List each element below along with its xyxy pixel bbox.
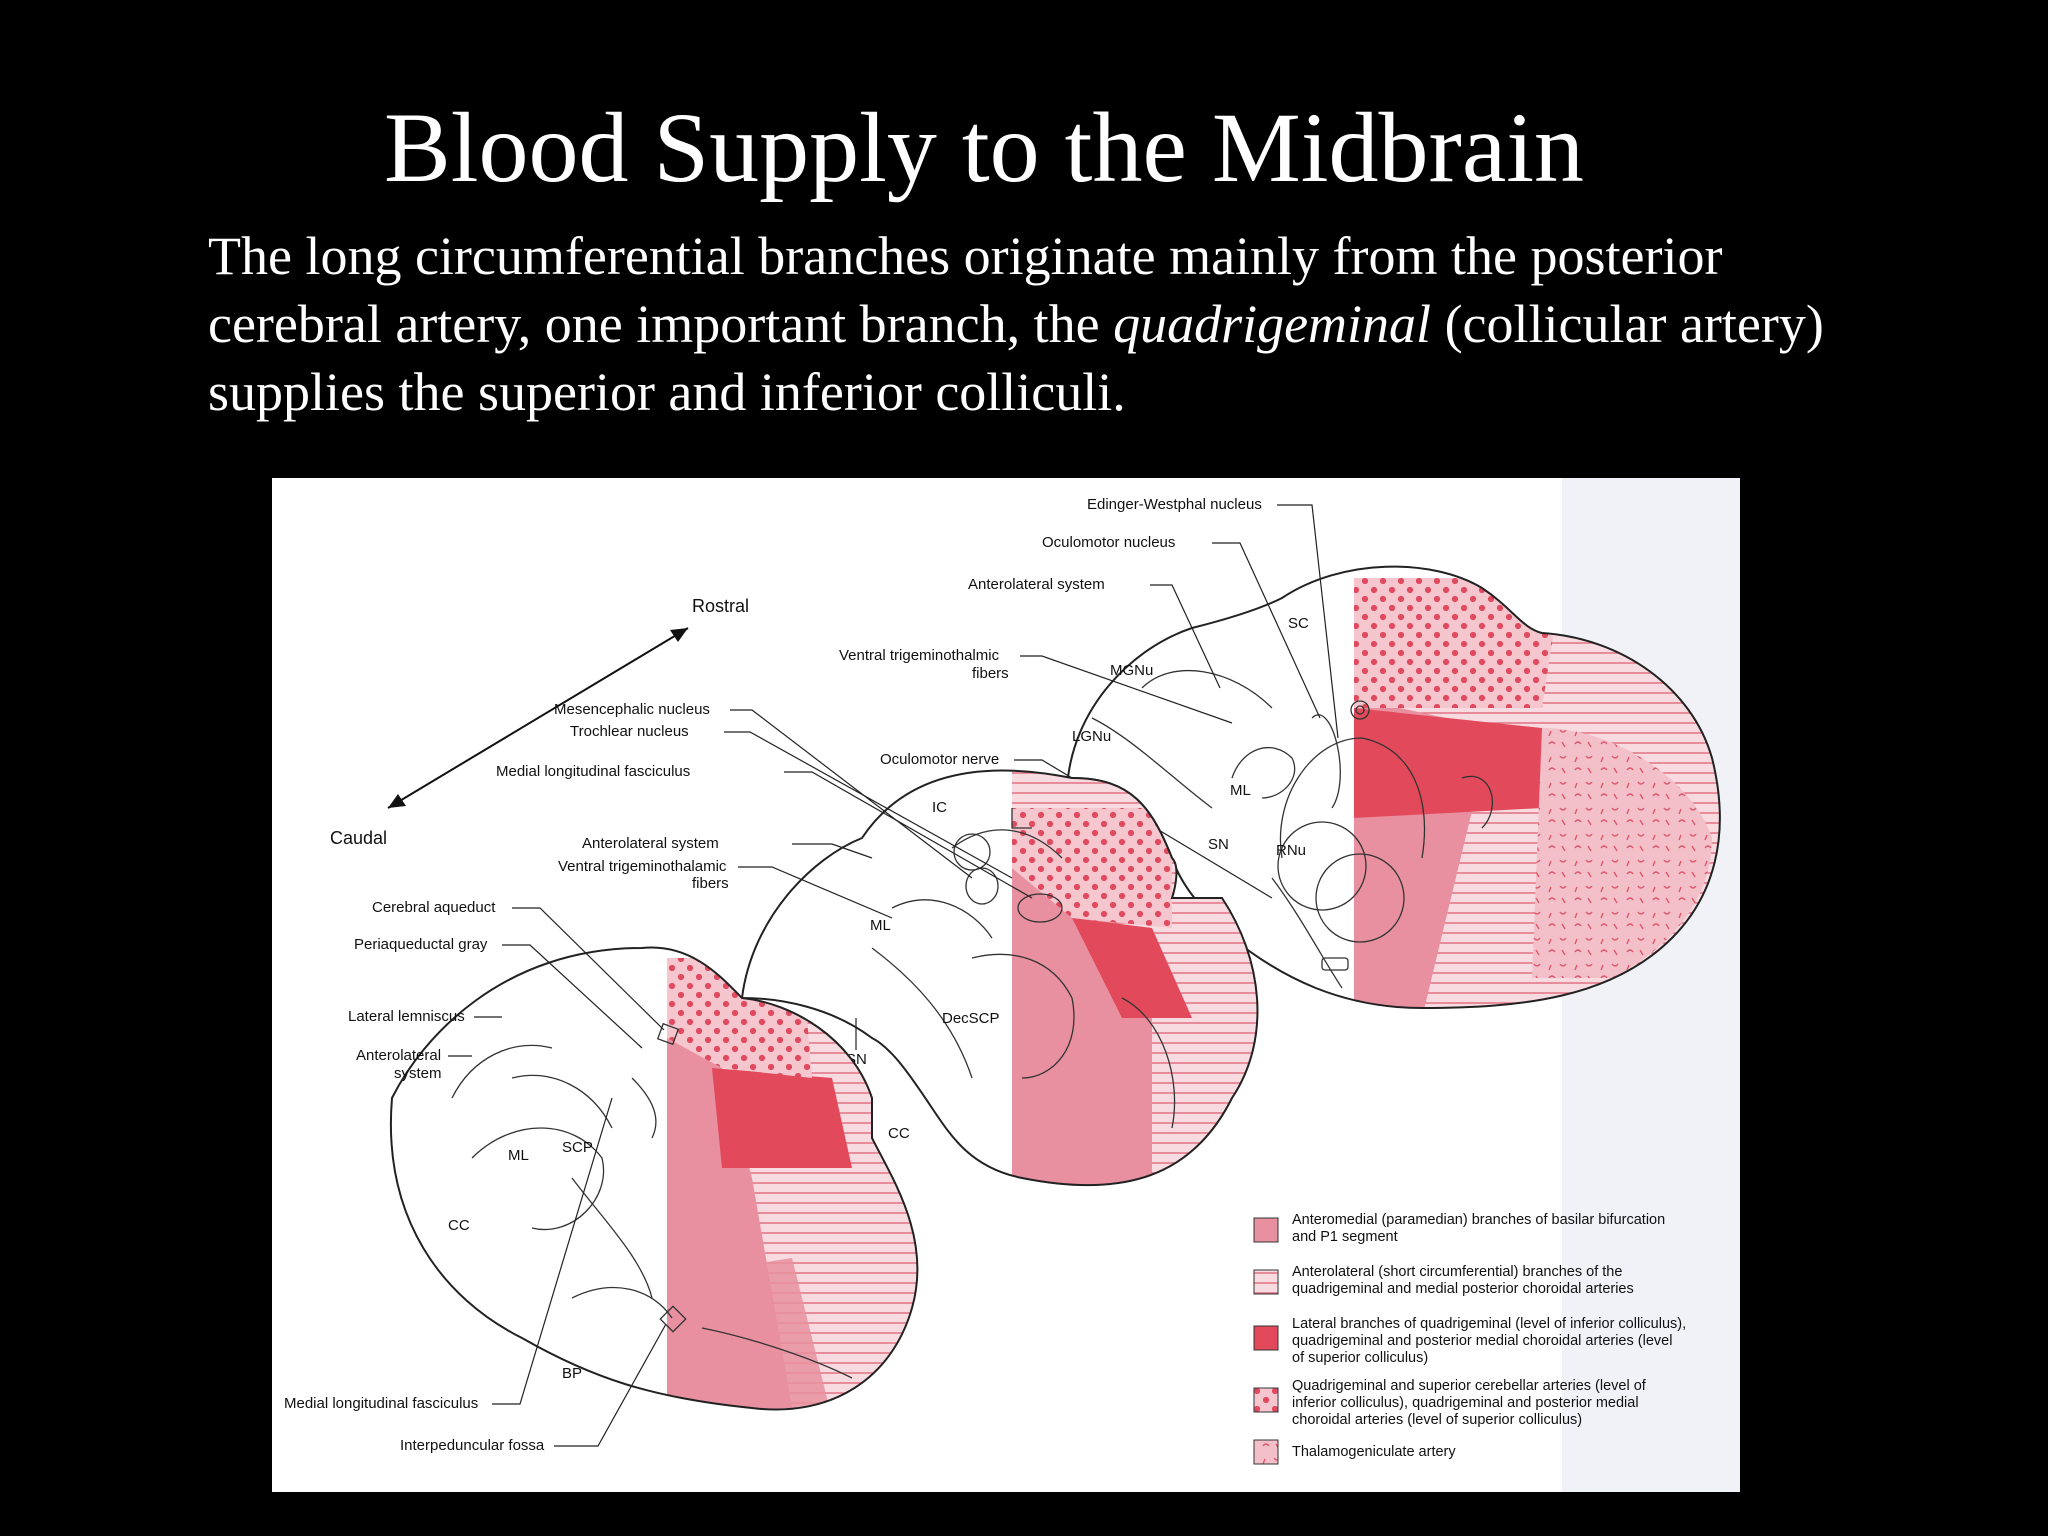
label-anterolateral-system-caudal-1: Anterolateral [356, 1047, 441, 1064]
label-mlf-caudal: Medial longitudinal fasciculus [284, 1395, 478, 1412]
label-interpeduncular-fossa: Interpeduncular fossa [400, 1437, 545, 1454]
section-superior-colliculus [1066, 565, 1721, 1010]
label-ventral-trigeminothalmic-1: Ventral trigeminothalmic [839, 647, 1000, 664]
label-periaqueductal-gray: Periaqueductal gray [354, 936, 488, 953]
midbrain-diagram: Rostral Caudal Edinger-Westphal nucleus … [284, 478, 1740, 1492]
region-lateral-rostral [1354, 708, 1542, 818]
body-text-part1: The long circumferential branches origin… [208, 226, 1723, 354]
body-text-italic: quadrigeminal [1113, 294, 1432, 354]
caudal-label: Caudal [330, 828, 387, 848]
label-oculomotor-nucleus: Oculomotor nucleus [1042, 534, 1175, 551]
label-mgnu: MGNu [1110, 662, 1153, 679]
label-ic: IC [932, 799, 947, 816]
label-lgnu: LGNu [1072, 728, 1111, 745]
label-sn-rostral: SN [1208, 836, 1229, 853]
legend-text-thalamogeniculate: Thalamogeniculate artery [1292, 1444, 1456, 1460]
label-anterolateral-system-middle: Anterolateral system [582, 835, 719, 852]
legend-swatch-thalamogeniculate [1253, 1439, 1279, 1465]
body-text-part2: (collicular artery) supplies the superio… [208, 294, 1824, 422]
label-edinger-westphal: Edinger-Westphal nucleus [1087, 496, 1262, 513]
label-ventral-trigeminothalmic-2: fibers [972, 665, 1009, 682]
legend-swatch-anterolateral [1253, 1269, 1279, 1295]
region-lateral-middle [1072, 918, 1192, 1018]
slide-body-text: The long circumferential branches origin… [208, 222, 1908, 426]
label-ml-middle: ML [870, 917, 891, 934]
rostral-label: Rostral [692, 596, 749, 616]
legend-text-lateral: Lateral branches of quadrigeminal (level… [1292, 1316, 1690, 1366]
label-sc: SC [1288, 615, 1309, 632]
label-anterolateral-system-caudal-2: system [394, 1065, 442, 1082]
label-rnu: RNu [1276, 842, 1306, 859]
direction-arrow [387, 627, 689, 809]
midbrain-figure: Rostral Caudal Edinger-Westphal nucleus … [272, 478, 1740, 1492]
label-ml-caudal: ML [508, 1147, 529, 1164]
legend-text-anterolateral: Anterolateral (short circumferential) br… [1292, 1264, 1634, 1297]
label-scp: SCP [562, 1139, 593, 1156]
label-ventral-trigeminothalamic-1: Ventral trigeminothalamic [558, 858, 727, 875]
region-quadrigeminal-middle [1012, 808, 1172, 928]
label-lateral-lemniscus: Lateral lemniscus [348, 1008, 465, 1025]
label-anterolateral-system-rostral: Anterolateral system [968, 576, 1105, 593]
section-caudal [389, 946, 919, 1411]
label-bp: BP [562, 1365, 582, 1382]
legend-text-anteromedial: Anteromedial (paramedian) branches of ba… [1292, 1212, 1669, 1245]
legend-swatch-quadrigeminal [1253, 1387, 1279, 1413]
legend-swatch-anteromedial [1253, 1217, 1279, 1243]
region-thalamogeniculate [1532, 728, 1712, 978]
label-mlf-middle: Medial longitudinal fasciculus [496, 763, 690, 780]
region-quadrigeminal-rostral [1354, 578, 1562, 708]
legend-swatch-lateral [1253, 1325, 1279, 1351]
label-cerebral-aqueduct: Cerebral aqueduct [372, 899, 496, 916]
label-cc-caudal: CC [448, 1217, 470, 1234]
label-cc-middle: CC [888, 1125, 910, 1142]
slide-title: Blood Supply to the Midbrain [384, 92, 1584, 203]
label-oculomotor-nerve: Oculomotor nerve [880, 751, 999, 768]
label-ventral-trigeminothalamic-2: fibers [692, 875, 729, 892]
label-decscp: DecSCP [942, 1010, 1000, 1027]
label-mesencephalic-nucleus: Mesencephalic nucleus [554, 701, 710, 718]
label-trochlear-nucleus: Trochlear nucleus [570, 723, 689, 740]
label-ml-rostral: ML [1230, 782, 1251, 799]
legend: Anteromedial (paramedian) branches of ba… [1253, 1212, 1690, 1465]
region-lateral-caudal [712, 1068, 852, 1168]
legend-text-quadrigeminal: Quadrigeminal and superior cerebellar ar… [1292, 1378, 1650, 1428]
